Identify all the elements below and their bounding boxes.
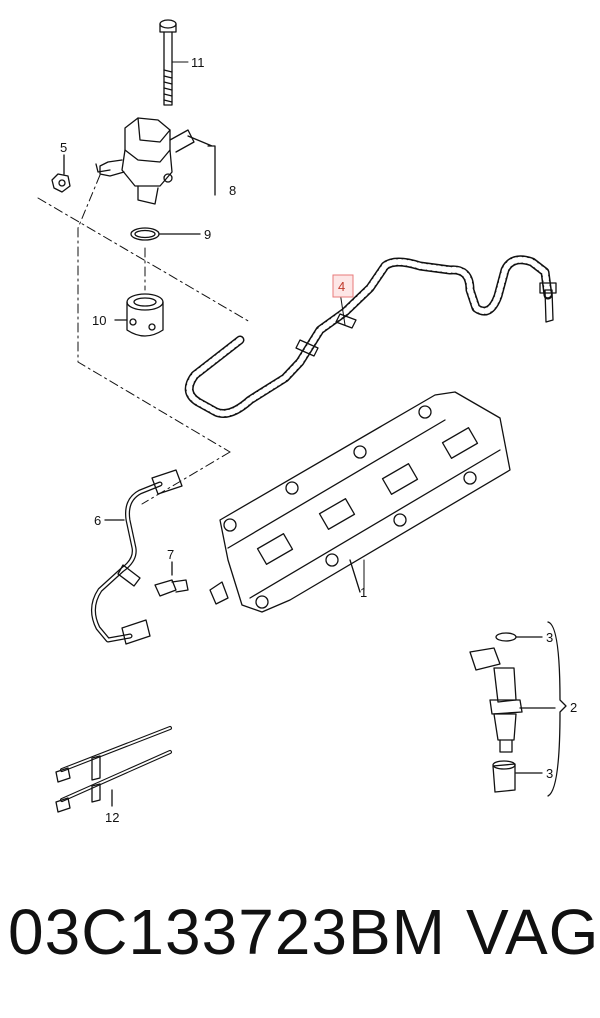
callout-labels: 1 2 3 3 4 5 6 7 8 9 10 11 12 — [60, 55, 577, 825]
injector-part-2 — [469, 621, 567, 797]
caption: 03C133723BM VAG — [0, 895, 600, 985]
callout-6: 6 — [94, 513, 101, 528]
callout-3-bottom: 3 — [546, 766, 553, 781]
brand-name: VAG — [466, 896, 600, 968]
callout-10: 10 — [92, 313, 106, 328]
line-clips-part-12 — [55, 726, 172, 813]
callout-2: 2 — [570, 700, 577, 715]
callout-3-top: 3 — [546, 630, 553, 645]
callout-7: 7 — [167, 547, 174, 562]
nut-part-5 — [51, 154, 71, 193]
bolt-part-11 — [159, 19, 177, 106]
callout-9: 9 — [204, 227, 211, 242]
part-number: 03C133723BM — [8, 896, 446, 968]
callout-5: 5 — [60, 140, 67, 155]
dashed-guide-lines — [37, 174, 251, 505]
callout-4-highlight[interactable]: 4 — [332, 274, 354, 298]
pressure-line-part-6 — [91, 469, 183, 645]
fuel-line-part-4 — [184, 255, 557, 418]
callout-8: 8 — [229, 183, 236, 198]
bracket-part-8 — [187, 135, 216, 196]
sleeve-part-10 — [114, 293, 164, 337]
o-ring-part-9 — [130, 227, 201, 241]
callout-12: 12 — [105, 810, 119, 825]
callout-1: 1 — [360, 585, 367, 600]
callout-11: 11 — [191, 55, 205, 70]
bolt-part-7 — [154, 561, 189, 597]
high-pressure-pump-part-8 — [95, 117, 195, 205]
callout-4: 4 — [338, 279, 345, 294]
fuel-rail-part-1 — [209, 391, 511, 613]
parts-diagram: 1 2 3 3 4 5 6 7 8 9 10 11 12 — [37, 19, 577, 825]
